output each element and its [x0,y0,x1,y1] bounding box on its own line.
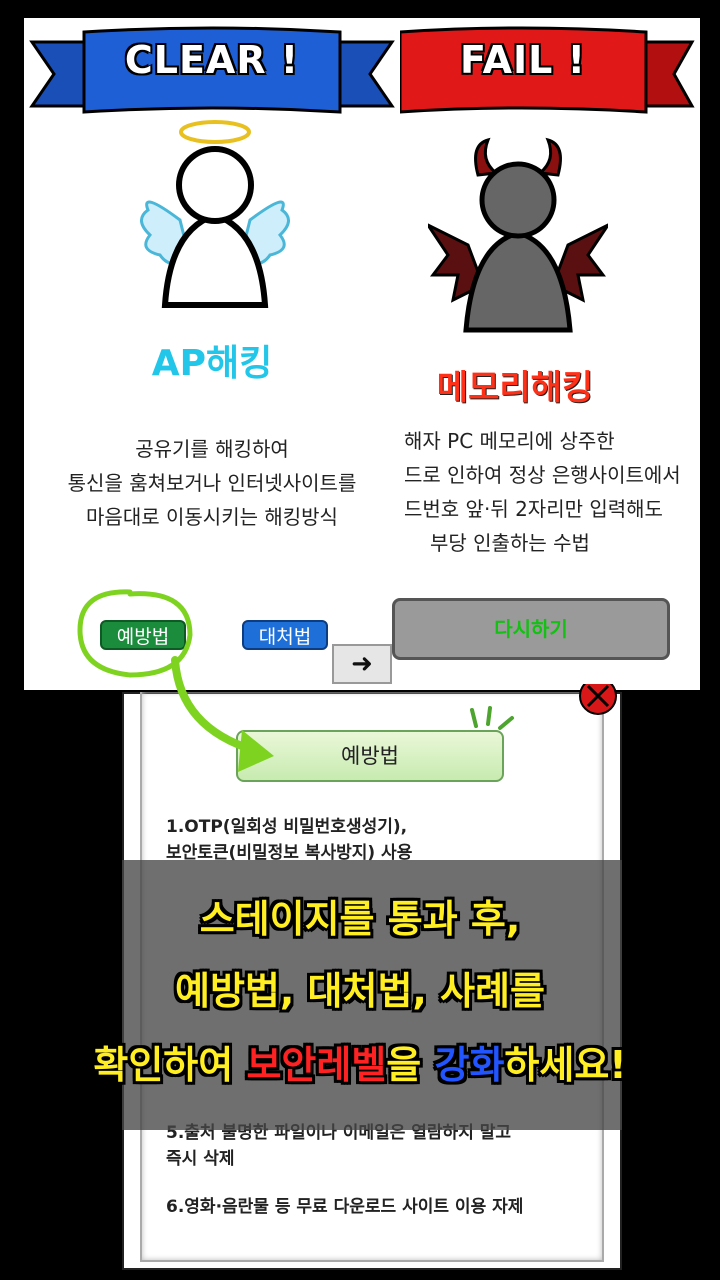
popup-item-1-line-1: 1.OTP(일회성 비밀번호생성기), [166,817,408,837]
angel-character-icon [140,120,290,308]
fail-description: 해자 PC 메모리에 상주한 드로 인하여 정상 은행사이트에서 드번호 앞·뒤… [404,424,700,560]
response-button[interactable]: 대처법 [242,620,328,650]
clear-title: AP해킹 [151,343,273,384]
next-arrow-button[interactable]: ➜ [332,644,392,684]
clear-description: 공유기를 해킹하여 통신을 훔쳐보거나 인터넷사이트를 마음대로 이동시키는 해… [24,432,400,534]
caption-line-2: 예방법, 대처법, 사례를 [175,969,545,1013]
fail-panel [400,18,700,690]
caption-line-3-e: 하세요! [504,1043,627,1087]
popup-item-5-line-2: 즉시 삭제 [166,1149,235,1169]
popup-item-6-line-1: 6.영화·음란물 등 무료 다운로드 사이트 이용 자제 [166,1197,524,1217]
fail-ribbon [400,26,695,114]
fail-title: 메모리해킹 [436,368,594,408]
popup-item-1-line-2: 보안토큰(비밀정보 복사방지) 사용 [166,843,413,863]
caption-security-level: 보안레벨 [246,1043,387,1087]
caption-line-3-a: 확인하여 [93,1043,247,1087]
devil-character-icon [428,137,608,333]
clear-desc-line-3: 마음대로 이동시키는 해킹방식 [86,505,338,529]
clear-desc-line-2: 통신을 훔쳐보거나 인터넷사이트를 [67,471,357,495]
popup-title: 예방법 [236,730,504,782]
fail-desc-line-1: 해자 PC 메모리에 상주한 [404,429,615,453]
fail-ribbon-label: FAIL ! [460,38,586,82]
popup-item-1: 1.OTP(일회성 비밀번호생성기), 보안토큰(비밀정보 복사방지) 사용 [166,814,412,866]
close-icon[interactable] [576,684,622,716]
fail-desc-line-2: 드로 인하여 정상 은행사이트에서 [404,463,681,487]
caption-overlay [122,860,622,1130]
retry-button[interactable]: 다시하기 [392,598,670,660]
prevention-button[interactable]: 예방법 [100,620,186,650]
clear-ribbon-label: CLEAR ! [124,38,300,82]
caption-line-1: 스테이지를 통과 후, [199,897,521,941]
clear-ribbon [29,26,395,114]
clear-desc-line-1: 공유기를 해킹하여 [135,437,289,461]
popup-item-6: 6.영화·음란물 등 무료 다운로드 사이트 이용 자제 [166,1194,523,1220]
caption-strengthen: 강화 [434,1043,505,1087]
fail-desc-line-3: 드번호 앞·뒤 2자리만 입력해도 [404,497,663,521]
caption-line-3-c: 을 [386,1043,435,1087]
sparkle-decoration-icon [470,706,514,730]
clear-panel [24,18,400,690]
caption-line-3: 확인하여 보안레벨을 강화하세요! [0,1034,720,1089]
fail-desc-line-4: 부당 인출하는 수법 [430,531,590,555]
highlight-arrow-icon [77,589,274,772]
